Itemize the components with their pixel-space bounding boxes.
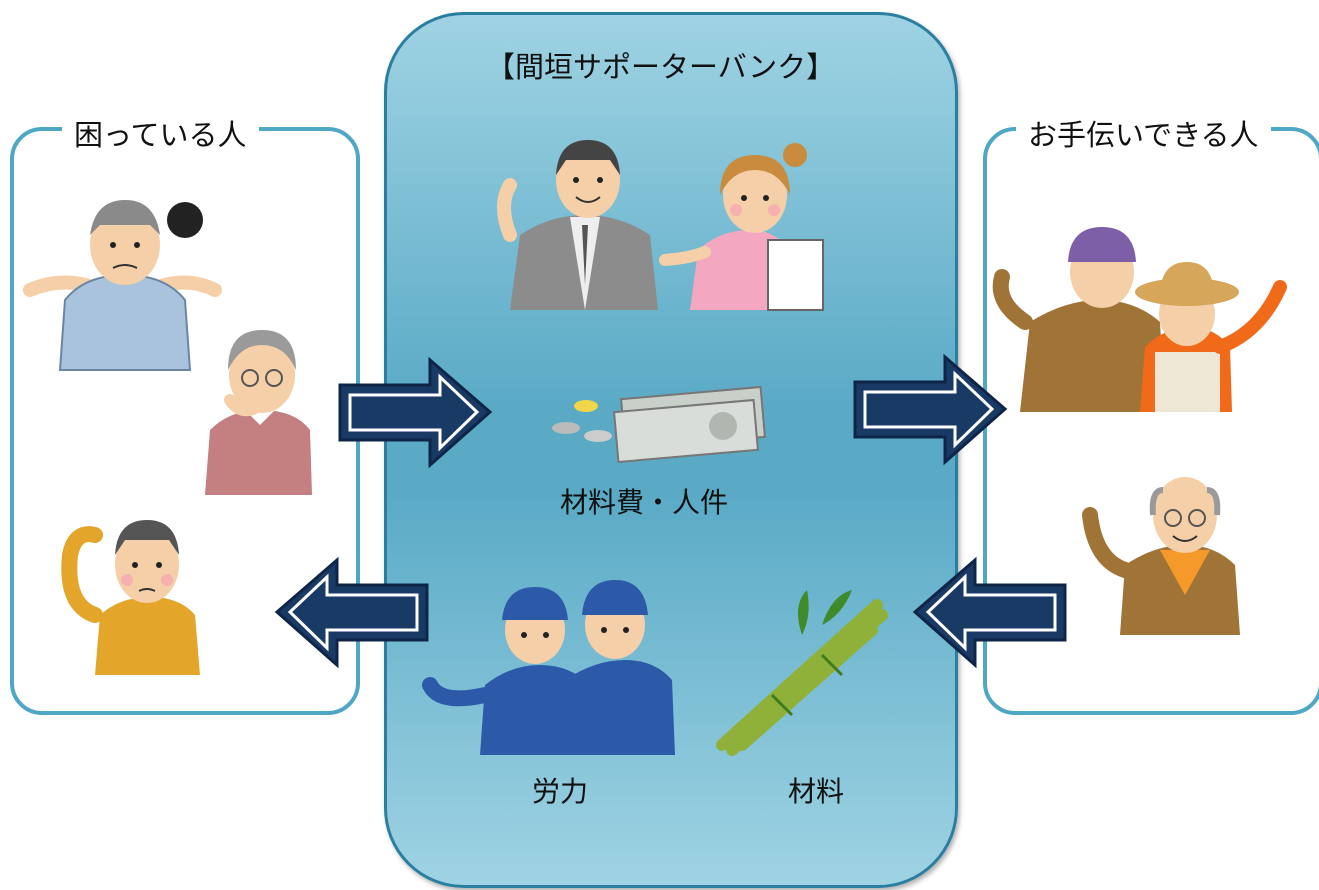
money-label: 材料費・人件 <box>560 486 729 519</box>
arrow-right-icon <box>338 356 493 469</box>
arrow-left-icon <box>912 556 1067 669</box>
arrow-right-icon <box>853 353 1008 466</box>
material-label: 材料 <box>788 775 845 808</box>
consultant-man-icon <box>497 140 658 310</box>
workers-icon <box>422 580 675 755</box>
waving-elder-icon <box>1082 477 1240 635</box>
money-icon <box>552 385 766 464</box>
bamboo-icon <box>716 590 888 756</box>
arrow-left-icon <box>274 556 429 669</box>
supporter-bank-title: 【間垣サポーターバンク】 <box>486 50 836 84</box>
assistant-woman-icon <box>659 143 824 311</box>
helpers-title: お手伝いできる人 <box>1016 112 1271 154</box>
worried-woman-icon <box>205 330 312 495</box>
troubled-people-title: 困っている人 <box>62 112 259 154</box>
worried-man-icon <box>23 200 222 371</box>
farmer-couple-icon <box>992 227 1287 412</box>
troubled-man-icon <box>61 520 200 675</box>
labor-label: 労力 <box>532 775 589 808</box>
